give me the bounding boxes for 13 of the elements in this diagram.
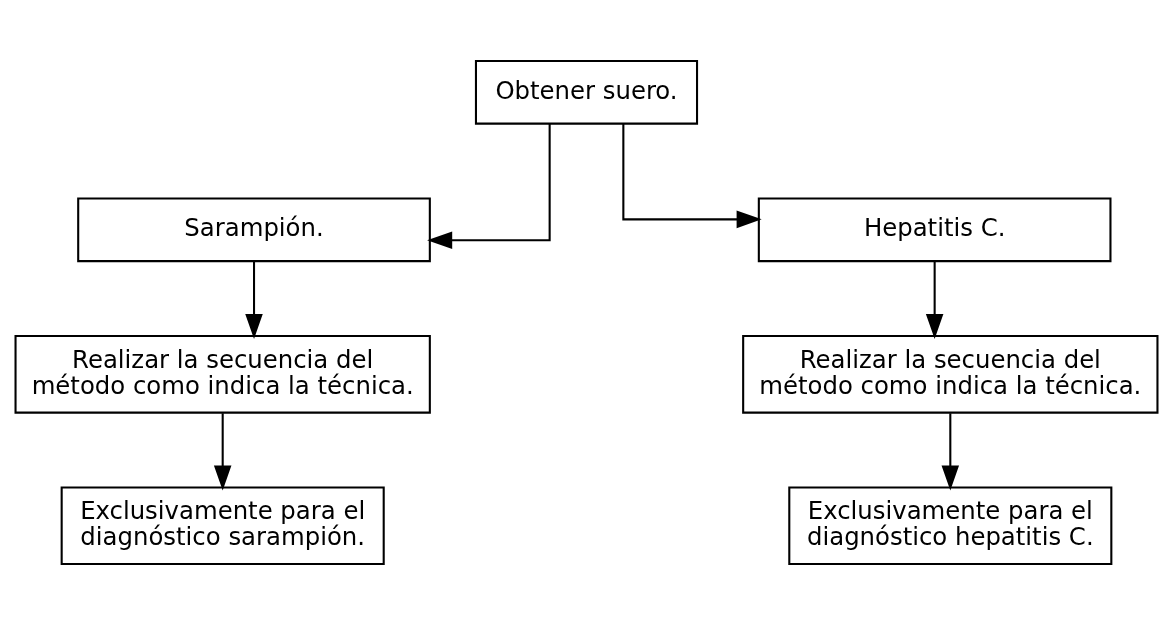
arrow (941, 413, 960, 491)
arrow (427, 123, 551, 250)
arrow (213, 413, 232, 491)
node-box: Exclusivamente para el diagnóstico hepatitis C. (788, 486, 1113, 566)
arrow (245, 261, 263, 339)
node-box: Sarampión. (77, 197, 431, 263)
node-box: Hepatitis C. (757, 197, 1112, 263)
node-box: Realizar la secuencia del método como indica la técnica. (14, 334, 431, 414)
arrow (925, 261, 944, 339)
node-box: Obtener suero. (474, 59, 699, 125)
arrow (622, 123, 762, 229)
node-box: Exclusivamente para el diagnóstico sarampión. (60, 486, 385, 566)
node-box: Realizar la secuencia del método como indica la técnica. (742, 334, 1159, 414)
